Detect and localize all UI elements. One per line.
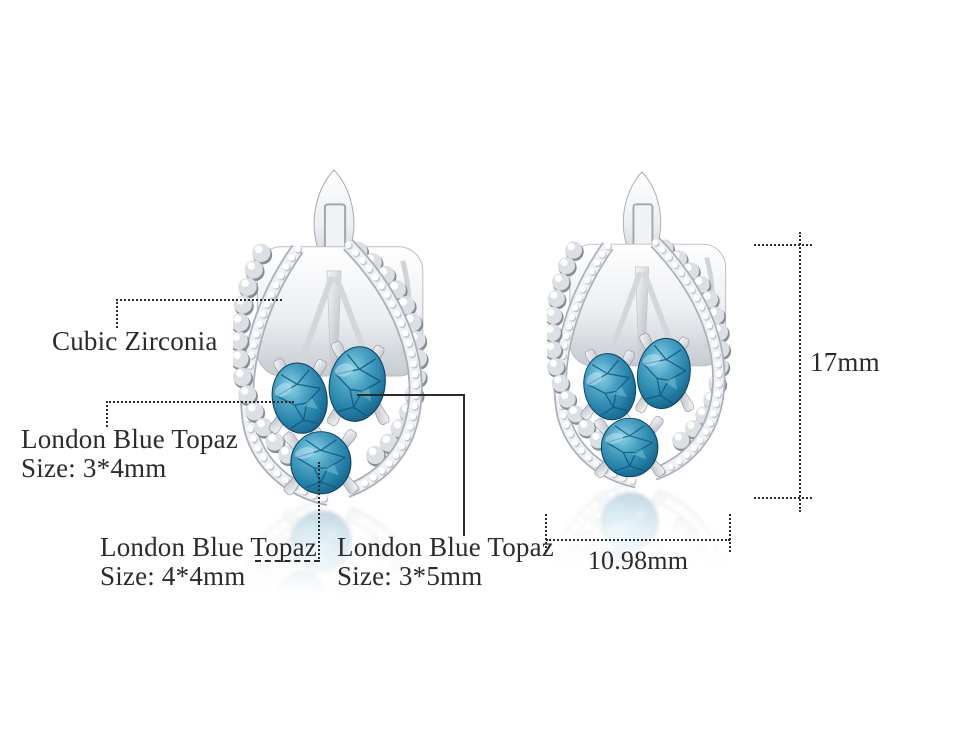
leader-cubic-zirconia-horizontal [116,299,282,301]
topaz-3x4-size: Size: 3*4mm [21,453,167,483]
leader-topaz-3x4-vertical [106,401,108,427]
topaz-4x4-label: London Blue Topaz Size: 4*4mm [100,533,317,591]
dimension-width-line [546,539,730,541]
dimension-height-line [799,232,801,512]
earring-photo-right [547,170,737,573]
topaz-4x4-name: London Blue Topaz [100,532,317,562]
topaz-3x5-name: London Blue Topaz [337,532,554,562]
leader-topaz-4x4-vertical [318,462,320,562]
topaz-3x4-name: London Blue Topaz [21,424,238,454]
topaz-3x5-label: London Blue Topaz Size: 3*5mm [337,533,554,591]
leader-topaz-3x5-horizontal [357,394,465,396]
dimension-height-tick-bottom [754,497,812,499]
dimension-height-tick-top [754,244,812,246]
topaz-3x4-label: London Blue Topaz Size: 3*4mm [21,425,238,483]
width-dimension-label: 10.98mm [587,546,689,575]
leader-cubic-zirconia-vertical [116,299,118,328]
dimension-width-tick-right [729,514,731,552]
leader-topaz-3x5-vertical [463,394,465,536]
topaz-4x4-size: Size: 4*4mm [100,561,246,591]
topaz-3x5-size: Size: 3*5mm [337,561,483,591]
leader-topaz-3x4-horizontal [106,401,294,403]
leader-topaz-4x4-horizontal [255,560,320,562]
dimension-width-tick-left [545,514,547,552]
cubic-zirconia-label: Cubic Zirconia [52,326,218,356]
height-dimension-label: 17mm [810,347,880,377]
